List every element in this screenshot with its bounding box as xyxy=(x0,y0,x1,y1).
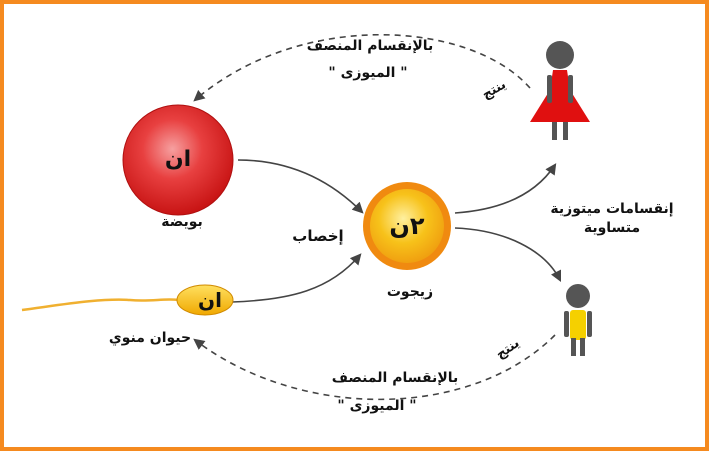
fertilization-label: إخصاب xyxy=(292,227,343,245)
meiosis-top-line1: بالإنقسام المنصف xyxy=(307,38,434,54)
meiosis-top-arrow xyxy=(193,33,531,102)
sperm-to-zygote-arrow xyxy=(231,253,362,303)
zygote-to-female-arrow xyxy=(454,163,557,214)
egg-cell: ان xyxy=(122,104,234,216)
mitosis-label-line2: متساوية xyxy=(584,220,640,236)
egg-chromosome-label: ان xyxy=(165,147,191,172)
sperm-icon: ان xyxy=(21,284,234,316)
produces-bottom-label: ينتج xyxy=(494,336,523,363)
zygote-chromosome-label: ٢ن xyxy=(389,212,424,240)
egg-name-label: بويضة xyxy=(161,214,203,230)
produces-top-label: ينتج xyxy=(480,77,509,102)
male-figure-icon xyxy=(564,284,592,356)
zygote-cell: ٢ن xyxy=(363,182,451,270)
meiosis-bottom-arrow xyxy=(193,334,556,401)
mitosis-label-line1: إنقسامات ميتوزية xyxy=(550,201,673,217)
meiosis-bottom-line2: " الميوزى " xyxy=(337,398,416,414)
female-figure-icon xyxy=(530,41,590,140)
meiosis-top-line2: " الميوزى " xyxy=(328,65,407,81)
sperm-chromosome-label: ان xyxy=(198,288,222,312)
sperm-name-label: حيوان منوي xyxy=(109,330,191,347)
meiosis-bottom-line1: بالإنقسام المنصف xyxy=(332,370,459,386)
egg-to-zygote-arrow xyxy=(237,159,364,214)
zygote-to-male-arrow xyxy=(454,227,562,283)
zygote-name-label: زيجوت xyxy=(387,284,433,300)
